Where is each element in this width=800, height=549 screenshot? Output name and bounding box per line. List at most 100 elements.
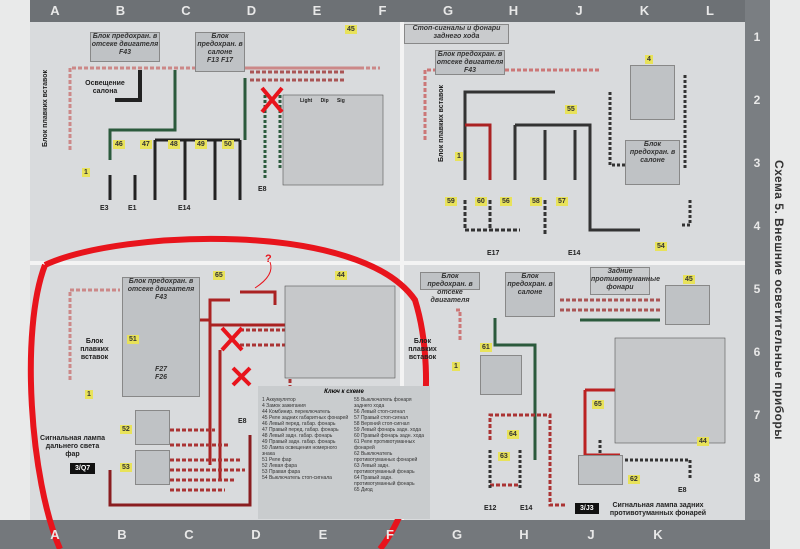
ground-label: E14 (520, 505, 533, 512)
legend-item: 54 Выключатель стоп-сигнала (262, 475, 332, 481)
wire (250, 70, 345, 82)
fuse-block-label: Блок плавких вставок (438, 85, 445, 162)
component-number: 62 (628, 475, 640, 484)
component-number: 51 (127, 335, 139, 344)
annotation-x-mark (231, 366, 252, 387)
schema-title: Схема 5. Внешние осветительные приборы (772, 160, 786, 441)
wire (463, 90, 555, 180)
fuse-box-cabin: Блок предохран. в салоне (625, 140, 680, 185)
component-number: 1 (85, 390, 93, 399)
wire (200, 290, 290, 480)
column-label: E (318, 527, 328, 542)
component-number: 57 (556, 197, 568, 206)
component-number: 49 (195, 140, 207, 149)
component-number: 45 (683, 275, 695, 284)
panel-title: Стоп-сигналы и фонари заднего хода (404, 24, 509, 44)
component-number: 58 (530, 197, 542, 206)
connector-arrow: 3/Q7 (70, 463, 96, 474)
legend-item: 49 Правый задн. габар. фонарь (262, 439, 336, 445)
component-number: 4 (645, 55, 653, 64)
component-number: 65 (213, 271, 225, 280)
panel-divider-vertical (400, 22, 404, 520)
component-number: 1 (82, 168, 90, 177)
ground-label: E12 (484, 505, 497, 512)
wire (608, 75, 692, 227)
row-label: 6 (753, 345, 761, 359)
column-label: K (653, 527, 663, 542)
column-label: C (184, 527, 194, 542)
fog-relay (480, 355, 522, 395)
left-headlamp (135, 410, 170, 445)
grid-frame-right (745, 0, 770, 549)
ground-label: E14 (178, 205, 191, 212)
right-headlamp (135, 450, 170, 485)
wire (560, 298, 660, 312)
column-label: A (50, 3, 60, 18)
component-number: 64 (507, 430, 519, 439)
legend-item: 65 Диод (354, 487, 373, 493)
legend-item: 57 Правый стоп-сигнал (354, 415, 409, 421)
component-number: 1 (452, 362, 460, 371)
column-label: D (246, 3, 257, 18)
row-label: 2 (753, 93, 761, 107)
component-number: 1 (455, 152, 463, 161)
component-number: 47 (140, 140, 152, 149)
wire (513, 123, 640, 232)
column-label: A (50, 527, 60, 542)
legend-item: 56 Левый стоп-сигнал (354, 409, 405, 415)
column-label: D (251, 527, 261, 542)
fuse-block-label: Блок плавких вставок (408, 338, 437, 361)
fuse-box-cabin: Блок предохран. в салоне (505, 272, 555, 317)
legend-item: 62 Выключатель противотуманных фонарей (354, 451, 418, 463)
column-label: H (508, 3, 519, 18)
wire (423, 68, 600, 140)
component-number: 46 (113, 140, 125, 149)
component-number: 52 (120, 425, 132, 434)
legend-item: 55 Выключатель фонаря заднего хода (354, 397, 412, 409)
legend-item: 63 Левый задн. противотуманный фонарь (354, 463, 415, 475)
row-label: 7 (753, 408, 761, 422)
row-label: 4 (753, 219, 761, 233)
column-label: B (115, 3, 126, 18)
column-label: G (442, 3, 454, 18)
wire (170, 328, 292, 492)
component-number: 61 (480, 343, 492, 352)
legend-item: 53 Правая фара (262, 469, 301, 475)
fuse-block-label: Блок плавких вставок (80, 338, 109, 361)
row-label: 5 (753, 282, 761, 296)
wire (115, 70, 142, 102)
connector-arrow: 3/J3 (575, 503, 599, 514)
ground-label: E8 (258, 186, 267, 193)
tail-relay (665, 285, 710, 325)
column-label: F (386, 527, 394, 542)
row-label: 1 (753, 30, 761, 44)
component-number: 54 (655, 242, 667, 251)
annotation-x-mark (260, 86, 284, 114)
legend-item: 64 Правый задн. противотуманный фонарь (354, 475, 415, 487)
component-number: 50 (222, 140, 234, 149)
legend-item: 61 Реле противотуманных фонарей (354, 439, 415, 451)
wire (488, 413, 565, 507)
legend-item: 60 Правый фонарь задн. хода (354, 433, 425, 439)
wire (108, 435, 252, 507)
grid-frame-top (30, 0, 770, 22)
annotation-question: ? (265, 253, 272, 265)
legend-item: 51 Реле фар (262, 457, 292, 463)
legend-item: 1 Аккумулятор (262, 397, 296, 403)
annotation-x-mark (220, 326, 244, 352)
ground-label: E17 (487, 250, 500, 257)
switch-tables (282, 94, 726, 444)
fog-switch (578, 455, 623, 485)
wire (108, 70, 247, 160)
legend-title: Ключ к схеме (324, 389, 364, 395)
ground-label: E8 (678, 487, 687, 494)
legend-item: 52 Левая фара (262, 463, 297, 469)
column-label: G (451, 527, 463, 542)
row-label: 8 (753, 471, 761, 485)
ground-label: E3 (100, 205, 109, 212)
legend-item: 47 Правый перед. габар. фонарь (262, 427, 339, 433)
